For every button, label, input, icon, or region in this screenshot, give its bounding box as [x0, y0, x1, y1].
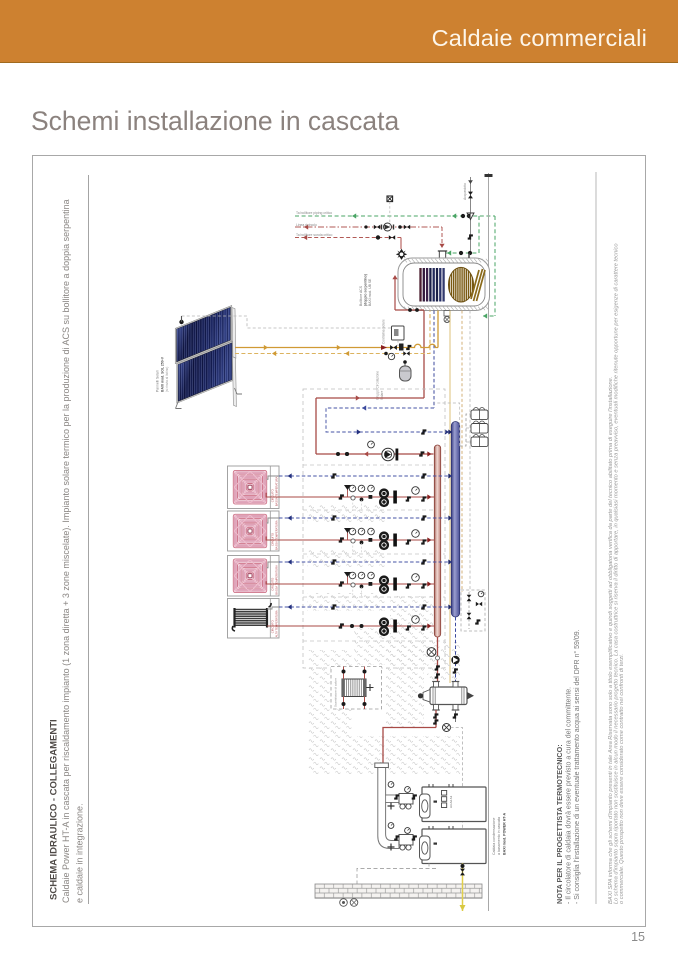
- svg-text:BAXI mod. SOL 250-V: BAXI mod. SOL 250-V: [160, 356, 164, 392]
- svg-text:Linea ricircolo: Linea ricircolo: [296, 223, 317, 227]
- svg-text:Acquedotto: Acquedotto: [463, 183, 467, 200]
- svg-text:CIRCUITO: CIRCUITO: [271, 489, 275, 502]
- svg-text:BASSA TEMPERATURA: BASSA TEMPERATURA: [274, 476, 278, 506]
- svg-text:e caldaie in integrazione.: e caldaie in integrazione.: [75, 803, 85, 903]
- svg-text:Caldaia condensazione: Caldaia condensazione: [492, 818, 496, 855]
- svg-text:o commerciale. Questo prospett: o commerciale. Questo prospetto non deve…: [619, 654, 625, 904]
- svg-text:Caldaie Power HT-A in cascata: Caldaie Power HT-A in cascata per riscal…: [61, 199, 71, 903]
- svg-text:A3 A2 A1: A3 A2 A1: [449, 795, 453, 808]
- svg-text:BASSA TEMPERATURA: BASSA TEMPERATURA: [274, 520, 278, 550]
- svg-text:(si rinvia al listino): (si rinvia al listino): [165, 367, 169, 392]
- svg-text:CIRCUITO: CIRCUITO: [271, 533, 275, 546]
- svg-text:CIRCUITO: CIRCUITO: [271, 578, 275, 591]
- svg-text:BAXI mod. POWER HT-A: BAXI mod. POWER HT-A: [503, 812, 507, 855]
- svg-text:Centralina Solare: Centralina Solare: [382, 319, 386, 344]
- svg-text:BAXI mod. UB SE: BAXI mod. UB SE: [368, 278, 372, 306]
- svg-text:(doppio serpentino): (doppio serpentino): [364, 274, 368, 306]
- svg-text:a basamento in cascata: a basamento in cascata: [497, 817, 501, 855]
- svg-text:CIRCUITO: CIRCUITO: [271, 620, 275, 633]
- svg-text:NOTA PER IL PROGETTISTA TERMOT: NOTA PER IL PROGETTISTA TERMOTECNICO:: [555, 744, 564, 904]
- svg-text:Solare: Solare: [380, 391, 384, 400]
- svg-text:ALTA TEMPERATURA: ALTA TEMPERATURA: [274, 610, 278, 637]
- svg-text:Ta bollitore piping critico: Ta bollitore piping critico: [296, 211, 332, 215]
- svg-text:- Si consiglia l'installazione: - Si consiglia l'installazione di un eve…: [573, 629, 581, 904]
- svg-text:SCHEMA IDRAULICO - COLLEGAMENT: SCHEMA IDRAULICO - COLLEGAMENTI: [49, 719, 60, 900]
- svg-text:Scambiatore di calore: Scambiatore di calore: [334, 678, 338, 707]
- svg-text:BAXI SPA informa che gli schem: BAXI SPA informa che gli schemi d'impian…: [608, 377, 614, 904]
- svg-text:Bollitore ACS: Bollitore ACS: [359, 285, 363, 306]
- svg-text:Lo schema d'impianto sopra rip: Lo schema d'impianto sopra riportato non…: [614, 243, 620, 904]
- svg-text:Ta bollitore sonda critico: Ta bollitore sonda critico: [296, 233, 332, 237]
- svg-text:Pannelli Solari: Pannelli Solari: [156, 370, 160, 392]
- svg-text:BASSA TEMPERATURA: BASSA TEMPERATURA: [274, 565, 278, 595]
- svg-text:- Il circolatore di caldaia do: - Il circolatore di caldaia dovrà essere…: [566, 687, 573, 904]
- svg-text:Gruppo Circolazione: Gruppo Circolazione: [376, 371, 380, 400]
